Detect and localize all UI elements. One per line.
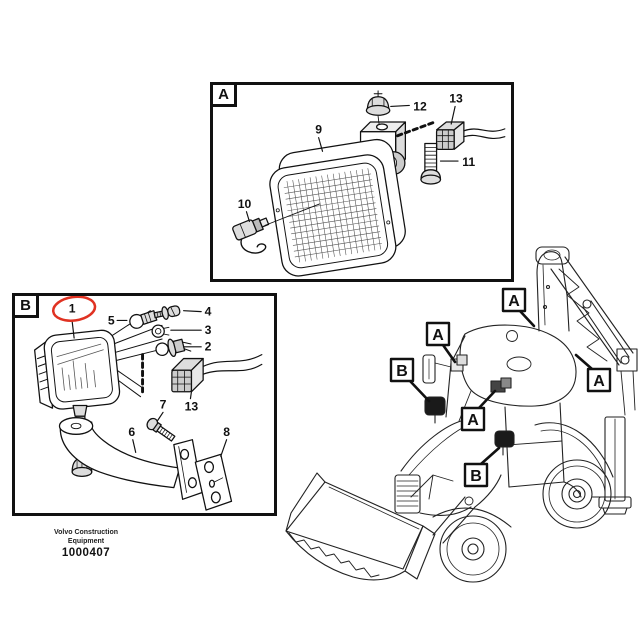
bulb-drawing-3 (151, 324, 170, 338)
figure-number: 1000407 (61, 547, 111, 560)
part-label-13b: 13 (185, 399, 199, 413)
callout-letter-b-rear: B (470, 468, 482, 485)
panel-a-drawing: 9 10 11 12 13 (232, 90, 506, 277)
front-wheel-drawing (439, 515, 507, 583)
stabilizer-leg-drawing (598, 416, 632, 515)
callout-box-a-boom (586, 367, 612, 393)
leader-lines-a (245, 104, 459, 223)
screw-drawing-4 (153, 305, 181, 320)
callout-letter-a-roof: A (508, 293, 520, 310)
panel-b-label: B (12, 293, 39, 318)
part-label-8: 8 (223, 425, 230, 439)
work-lamp-drawing-b (34, 329, 121, 410)
figure-stamp: Volvo Construction Equipment 1000407 (44, 528, 128, 559)
rear-wheel-drawing (542, 459, 612, 529)
publisher-name-line1: Volvo Construction (53, 529, 119, 536)
panel-a-label: A (210, 82, 237, 107)
callout-leader-lines (408, 309, 594, 466)
leader-lines-b (71, 310, 228, 457)
bulb-drawing-5 (129, 310, 158, 329)
lamp-bracket-drawing (359, 121, 407, 175)
dashed-guide-line (396, 120, 437, 138)
halogen-bulb-drawing-2 (155, 338, 192, 358)
part-label-5: 5 (108, 313, 115, 327)
bulb-plug-drawing (232, 203, 321, 254)
part-label-6: 6 (128, 425, 135, 439)
callout-box-a-cab-rear (460, 406, 486, 432)
panel-a-lamp-exploded-view: A (210, 82, 514, 282)
loader-bucket-drawing (285, 472, 436, 581)
lamp-target-details (422, 354, 515, 456)
mount-plate-drawing (194, 453, 233, 511)
publisher-name-line2: Equipment (67, 538, 105, 546)
part-label-12: 12 (413, 99, 427, 113)
callout-letter-a-cab-rear: A (467, 412, 479, 429)
part-label-10: 10 (238, 197, 252, 211)
callout-letter-b-front: B (396, 363, 408, 380)
callout-box-a-roof (501, 287, 527, 313)
part-label-13: 13 (449, 92, 463, 106)
cab-drawing (445, 324, 582, 498)
bracket-arm-drawing (58, 417, 203, 500)
part-label-11: 11 (462, 155, 475, 169)
callout-box-a-cab-front (425, 321, 451, 347)
part-label-3: 3 (205, 323, 212, 337)
part-label-9: 9 (315, 123, 322, 137)
work-lamp-drawing (269, 138, 406, 277)
part-label-2: 2 (205, 340, 212, 354)
callout-box-b-front (389, 357, 415, 383)
part-label-4: 4 (205, 305, 212, 319)
bolt-drawing-a (420, 142, 442, 185)
part-label-7: 7 (160, 397, 167, 411)
panel-b-lamp-exploded-view: B (12, 293, 277, 516)
connector-drawing-a (435, 121, 506, 150)
connector-drawing-b (171, 354, 263, 393)
loader-arm-drawing (410, 474, 502, 544)
part-label-1: 1 (69, 302, 76, 316)
backhoe-boom-drawing (535, 246, 638, 416)
callout-letter-a-cab-front: A (432, 327, 444, 344)
callout-box-b-rear (463, 462, 489, 488)
highlight-ellipse-part-1 (51, 296, 97, 322)
callout-letter-a-boom: A (593, 373, 605, 390)
backhoe-location-drawing: A A B A A B (285, 246, 638, 583)
panel-b-drawing: 1 2 3 4 5 6 7 8 13 (34, 296, 263, 511)
bolt-drawing-7 (146, 417, 176, 442)
flange-nut-drawing (365, 90, 391, 125)
